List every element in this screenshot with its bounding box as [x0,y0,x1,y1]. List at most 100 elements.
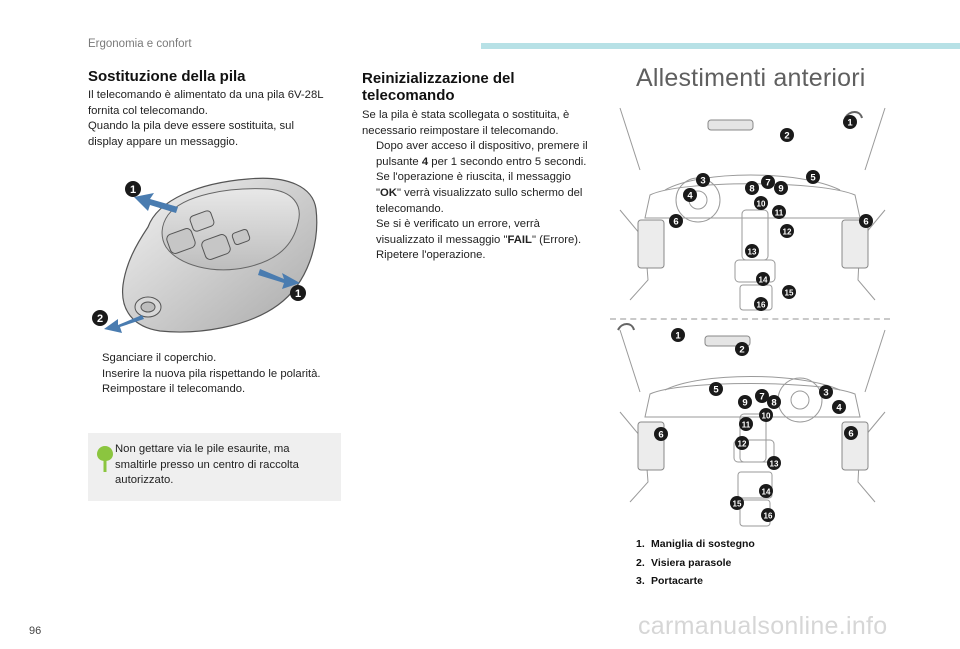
svg-text:10: 10 [762,412,771,421]
callout-6: 6 [669,214,683,228]
svg-text:3: 3 [700,176,705,187]
svg-text:16: 16 [757,301,766,310]
callout-16: 16 [761,508,775,522]
legend-item: 3.Portacarte [636,575,703,587]
callout-2: 2 [780,128,794,142]
svg-text:11: 11 [742,421,751,430]
recycling-note: Non gettare via le pile esaurite, ma sma… [88,433,341,501]
callout-15: 15 [782,285,796,299]
battery-intro-line: Il telecomando è alimentato da una pila … [88,89,324,101]
callout-13: 13 [767,456,781,470]
svg-text:12: 12 [738,440,747,449]
callout-5: 5 [806,170,820,184]
svg-text:7: 7 [765,178,770,189]
note-text: Non gettare via le pile esaurite, ma sma… [115,443,299,487]
callout-16: 16 [754,297,768,311]
callout-6: 6 [844,426,858,440]
watermark: carmanualsonline.info [638,612,888,640]
step-item: Sganciare il coperchio. [102,352,217,364]
callout-2: 2 [735,342,749,356]
svg-text:8: 8 [771,398,776,409]
callout-3: 3 [696,173,710,187]
reset-body: Se la pila è stata scollegata o sostitui… [362,108,612,264]
legend-list: 1.Maniglia di sostegno 2.Visiera parasol… [636,535,755,591]
svg-text:6: 6 [863,217,868,228]
callout-13: 13 [745,244,759,258]
callout-6: 6 [859,214,873,228]
svg-text:15: 15 [733,500,742,509]
callout-12: 12 [735,436,749,450]
callout-8: 8 [767,395,781,409]
svg-text:8: 8 [749,184,754,195]
svg-text:6: 6 [848,429,853,440]
callout-10: 10 [759,408,773,422]
svg-text:5: 5 [713,385,719,396]
svg-text:4: 4 [836,403,842,414]
svg-text:7: 7 [759,392,764,403]
svg-text:4: 4 [687,191,693,202]
svg-text:12: 12 [783,228,792,237]
leaf-icon [97,446,113,472]
svg-text:1: 1 [675,331,681,342]
svg-text:13: 13 [770,460,779,469]
callout-1: 1 [843,115,857,129]
callout-5: 5 [709,382,723,396]
step-item: Ripetere l'operazione. [376,249,486,262]
legend-item: 2.Visiera parasole [636,556,732,569]
svg-text:10: 10 [757,200,766,209]
callout-6: 6 [654,427,668,441]
svg-text:11: 11 [775,209,784,218]
callout-9: 9 [738,395,752,409]
callout-11: 11 [739,417,753,431]
svg-text:6: 6 [658,430,663,441]
callout-3: 3 [819,385,833,399]
callout-7: 7 [755,389,769,403]
reset-title: Reinizializzazione del telecomando [362,70,515,104]
callout-8: 8 [745,181,759,195]
svg-text:2: 2 [97,313,103,325]
svg-text:1: 1 [295,288,301,300]
battery-title: Sostituzione della pila [88,68,246,85]
battery-steps: Sganciare il coperchio. Inserire la nuov… [88,351,350,398]
callout-15: 15 [730,496,744,510]
section-divider [610,318,890,320]
section-header: Ergonomia e confort [88,38,192,50]
page-number: 96 [29,625,42,637]
step-item: Dopo aver acceso il dispositivo, premere… [376,140,588,246]
remote-battery-diagram: 1 1 2 [92,177,318,333]
battery-intro-line: display appare un messaggio. [88,135,239,148]
svg-text:1: 1 [130,184,136,196]
step-item: Reimpostare il telecomando. [102,383,246,396]
header-bar [481,43,960,49]
svg-text:15: 15 [785,289,794,298]
callout-14: 14 [759,484,773,498]
battery-intro-line: Quando la pila deve essere sostituita, s… [88,120,294,133]
svg-text:9: 9 [742,398,747,409]
callout-9: 9 [774,181,788,195]
svg-text:16: 16 [764,512,773,521]
callout-11: 11 [772,205,786,219]
svg-text:14: 14 [759,276,768,285]
callout-4: 4 [832,400,846,414]
callout-10: 10 [754,196,768,210]
svg-text:6: 6 [673,217,678,228]
callout-12: 12 [780,224,794,238]
callout-4: 4 [683,188,697,202]
diagram-callout: 2 [92,310,108,326]
callout-1: 1 [671,328,685,342]
svg-text:1: 1 [847,118,853,129]
battery-intro-line: fornita col telecomando. [88,104,208,117]
diagram-callout: 1 [290,285,306,301]
svg-text:2: 2 [739,345,744,356]
svg-text:2: 2 [784,131,789,142]
front-title: Allestimenti anteriori [636,64,866,92]
callout-7: 7 [761,175,775,189]
svg-text:9: 9 [778,184,783,195]
svg-text:14: 14 [762,488,771,497]
legend-item: 1.Maniglia di sostegno [636,538,755,550]
callout-14: 14 [756,272,770,286]
diagram-callout: 1 [125,181,141,197]
